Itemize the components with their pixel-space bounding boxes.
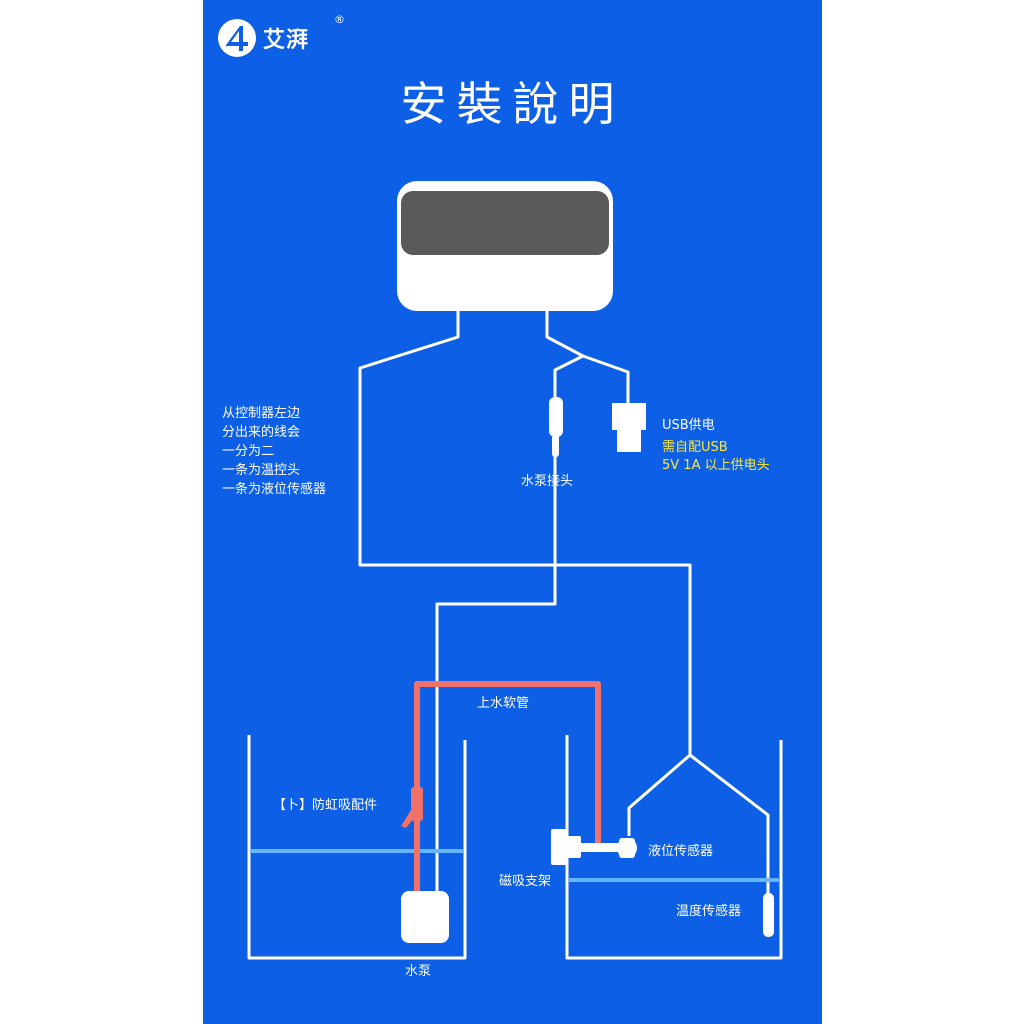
registered-mark: ®	[334, 13, 345, 26]
usb-plug-icon	[612, 403, 646, 452]
anti-siphon-fitting	[401, 787, 423, 828]
split-cable-note: 从控制器左边 分出来的线会 一分为二 一条为温控头 一条为液位传感器	[222, 404, 326, 499]
note-line: 一条为温控头	[222, 463, 301, 478]
usb-requirement: 需自配USB	[662, 440, 728, 455]
pump-label: 水泵	[405, 964, 432, 979]
magnetic-holder	[551, 829, 621, 865]
installation-diagram	[247, 181, 783, 960]
usb-label: USB供电	[662, 418, 715, 433]
note-line: 一条为液位传感器	[222, 482, 327, 497]
usb-requirement: 5V 1A 以上供电头	[662, 458, 770, 473]
water-pump	[401, 891, 449, 943]
level-sensor-label: 液位传感器	[648, 844, 714, 859]
note-line: 从控制器左边	[222, 406, 301, 421]
temp-sensor-label: 温度传感器	[676, 904, 742, 919]
pump-connector-plug	[549, 397, 563, 457]
right-cable	[545, 311, 584, 358]
brand: 艾湃	[217, 18, 309, 58]
pump-power-cable	[435, 457, 557, 893]
controller-screen	[401, 191, 609, 255]
pump-connector-label: 水泵接头	[521, 474, 574, 489]
level-sensor-cable	[627, 753, 691, 836]
controller-unit	[397, 181, 613, 311]
anti-siphon-label: 【卜】防虹吸配件	[273, 798, 378, 813]
level-sensor	[617, 838, 637, 858]
pump-connector-cable	[553, 354, 584, 397]
instruction-panel: 艾湃 ® 安裝說明 从控制器左边 分出来的线会 一分为二 一条为温控头 一条为液…	[203, 0, 822, 1024]
page-title: 安裝說明	[400, 77, 625, 131]
temperature-probe	[763, 893, 774, 937]
note-line: 一分为二	[222, 444, 275, 459]
magnetic-holder-label: 磁吸支架	[499, 874, 552, 889]
hose-label: 上水软管	[477, 696, 530, 711]
usb-power-note: USB供电 需自配USB 5V 1A 以上供电头	[662, 417, 770, 475]
temp-sensor-cable	[689, 753, 770, 895]
water-hose	[414, 681, 601, 895]
brand-name: 艾湃	[263, 28, 310, 53]
left-cable	[358, 311, 692, 755]
brand-logo-icon	[218, 19, 256, 57]
note-line: 分出来的线会	[222, 425, 301, 440]
left-tank	[247, 735, 467, 960]
usb-cable	[582, 354, 630, 405]
